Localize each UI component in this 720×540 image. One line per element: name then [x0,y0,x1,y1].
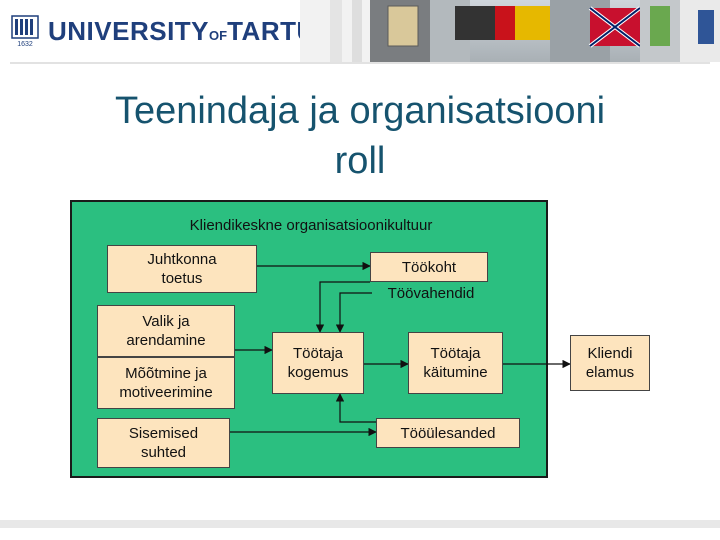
box-mootmine-ja-motiveerimine: Mõõtmine ja motiveerimine [97,357,235,409]
header-divider [10,62,710,64]
box-kliendi-elamus-label: Kliendi elamus [585,345,635,381]
arrow-tookoht-kogemus [315,281,370,333]
flags-photo [300,0,720,62]
box-tootaja-kogemus-label: Töötaja kogemus [287,345,349,381]
box-tookoht-label: Töökoht [401,258,457,276]
box-tooulesanded-label: Tööülesanded [400,424,496,442]
label-toovahendid: Töövahendid [372,284,490,303]
box-tootaja-kaitumine-label: Töötaja käitumine [423,345,488,381]
university-logo: 1632 [11,15,39,48]
university-wordmark: UNIVERSITYOFTARTU [48,15,316,52]
slide-title: Teenindaja ja organisatsiooni roll [40,86,680,186]
logo-year: 1632 [17,41,33,48]
box-sisemised-label: Sisemised suhted [128,425,199,461]
box-mootmine-label: Mõõtmine ja motiveerimine [119,365,213,401]
footer-bar [0,520,720,528]
box-sisemised-suhted: Sisemised suhted [97,418,230,468]
label-toovahendid-text: Töövahendid [387,285,475,302]
arrow-toovahendid-kogemus [335,292,372,333]
slide-title-line1: Teenindaja ja organisatsiooni [114,90,606,132]
arrow-tooulesanded-kogemus [335,393,376,423]
wordmark-university: UNIVERSITY [48,16,210,46]
box-tooulesanded: Tööülesanded [376,418,520,448]
box-tookoht: Töökoht [370,252,488,282]
service-diagram: Kliendikeskne organisatsioonikultuur [70,200,650,485]
wordmark-of: OF [209,28,228,43]
box-tootaja-kaitumine: Töötaja käitumine [408,332,503,394]
box-juhtkonna-toetus: Juhtkonna toetus [107,245,257,293]
box-tootaja-kogemus: Töötaja kogemus [272,332,364,394]
header-banner: 1632 UNIVERSITYOFTARTU [0,0,720,62]
culture-panel-title: Kliendikeskne organisatsioonikultuur [189,217,433,234]
diagram-arrows [230,261,571,437]
box-valik-ja-arendamine: Valik ja arendamine [97,305,235,357]
box-kliendi-elamus: Kliendi elamus [570,335,650,391]
box-valik-label: Valik ja arendamine [126,313,206,349]
slide-title-line2: roll [334,140,386,182]
box-juhtkonna-toetus-label: Juhtkonna toetus [147,251,217,287]
